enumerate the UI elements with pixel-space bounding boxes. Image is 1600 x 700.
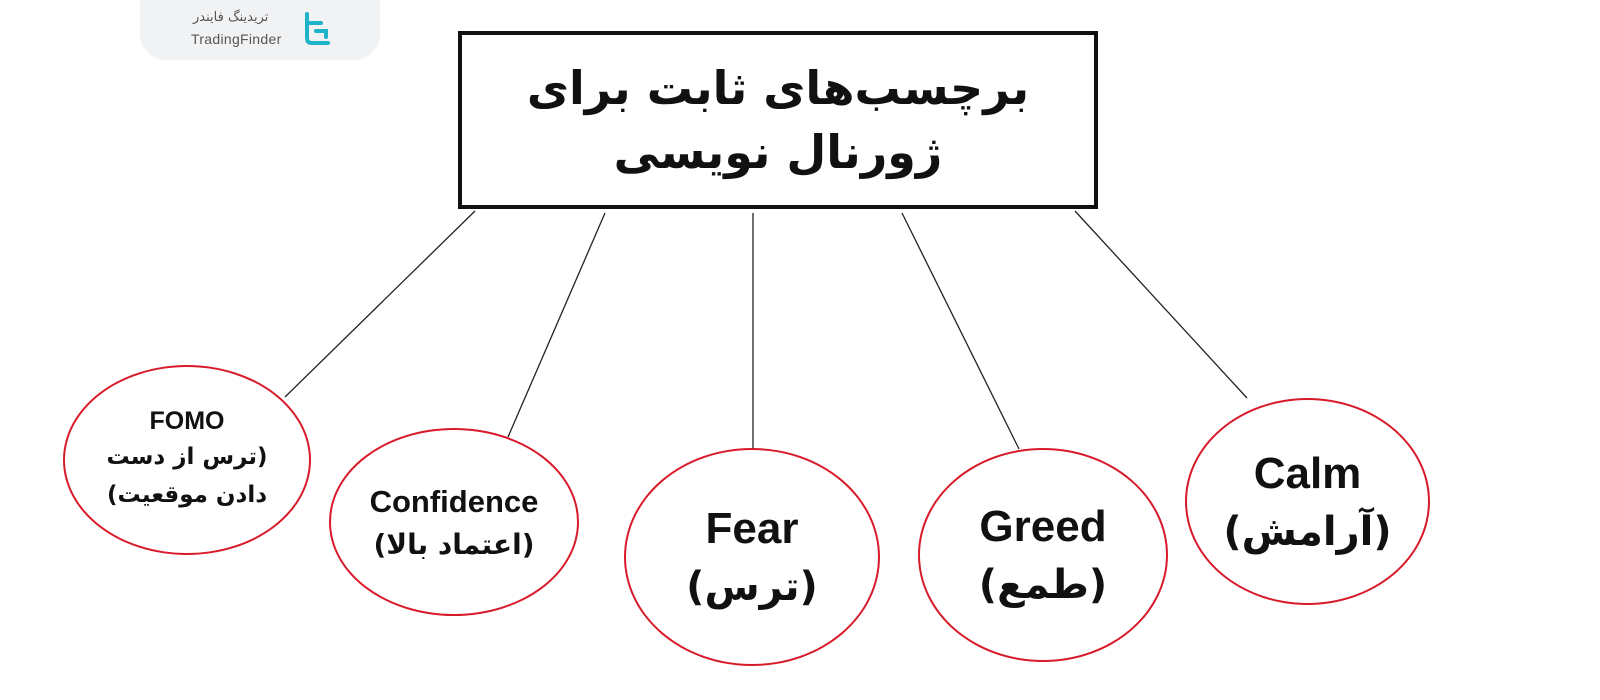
- node-greed-label: Greed: [979, 502, 1107, 551]
- connector-line-greed: [901, 212, 1020, 450]
- node-greed-sub: (طمع): [978, 562, 1108, 608]
- node-fomo-label: FOMO: [149, 406, 225, 435]
- connector-line-calm: [1074, 210, 1248, 399]
- logo-badge: [140, 0, 380, 60]
- node-calm-sub: (آرامش): [1223, 508, 1392, 555]
- connector-line-confidence: [507, 212, 606, 438]
- node-confidence-sub: (اعتماد بالا): [373, 527, 535, 561]
- node-calm: Calm (آرامش): [1185, 398, 1430, 605]
- node-fomo: FOMO (ترس از دست دادن موقعیت): [63, 365, 311, 555]
- node-fear-label: Fear: [705, 504, 799, 553]
- node-confidence-label: Confidence: [369, 483, 539, 519]
- logo-text-fa: تریدینگ فایندر: [193, 10, 269, 25]
- connector-line-fomo: [284, 210, 476, 398]
- diagram-title: برچسب‌های ثابت برای ژورنال نویسی: [526, 61, 1030, 179]
- node-calm-label: Calm: [1253, 448, 1362, 498]
- node-fear: Fear (ترس): [624, 448, 880, 666]
- tradingfinder-logo-icon: [305, 12, 330, 45]
- title-box: برچسب‌های ثابت برای ژورنال نویسی: [458, 31, 1098, 209]
- logo-text-en: TradingFinder: [191, 31, 282, 47]
- node-greed: Greed (طمع): [918, 448, 1168, 662]
- node-fear-sub: (ترس): [686, 564, 818, 610]
- node-confidence: Confidence (اعتماد بالا): [329, 428, 579, 616]
- node-fomo-sub: (ترس از دست دادن موقعیت): [106, 443, 268, 508]
